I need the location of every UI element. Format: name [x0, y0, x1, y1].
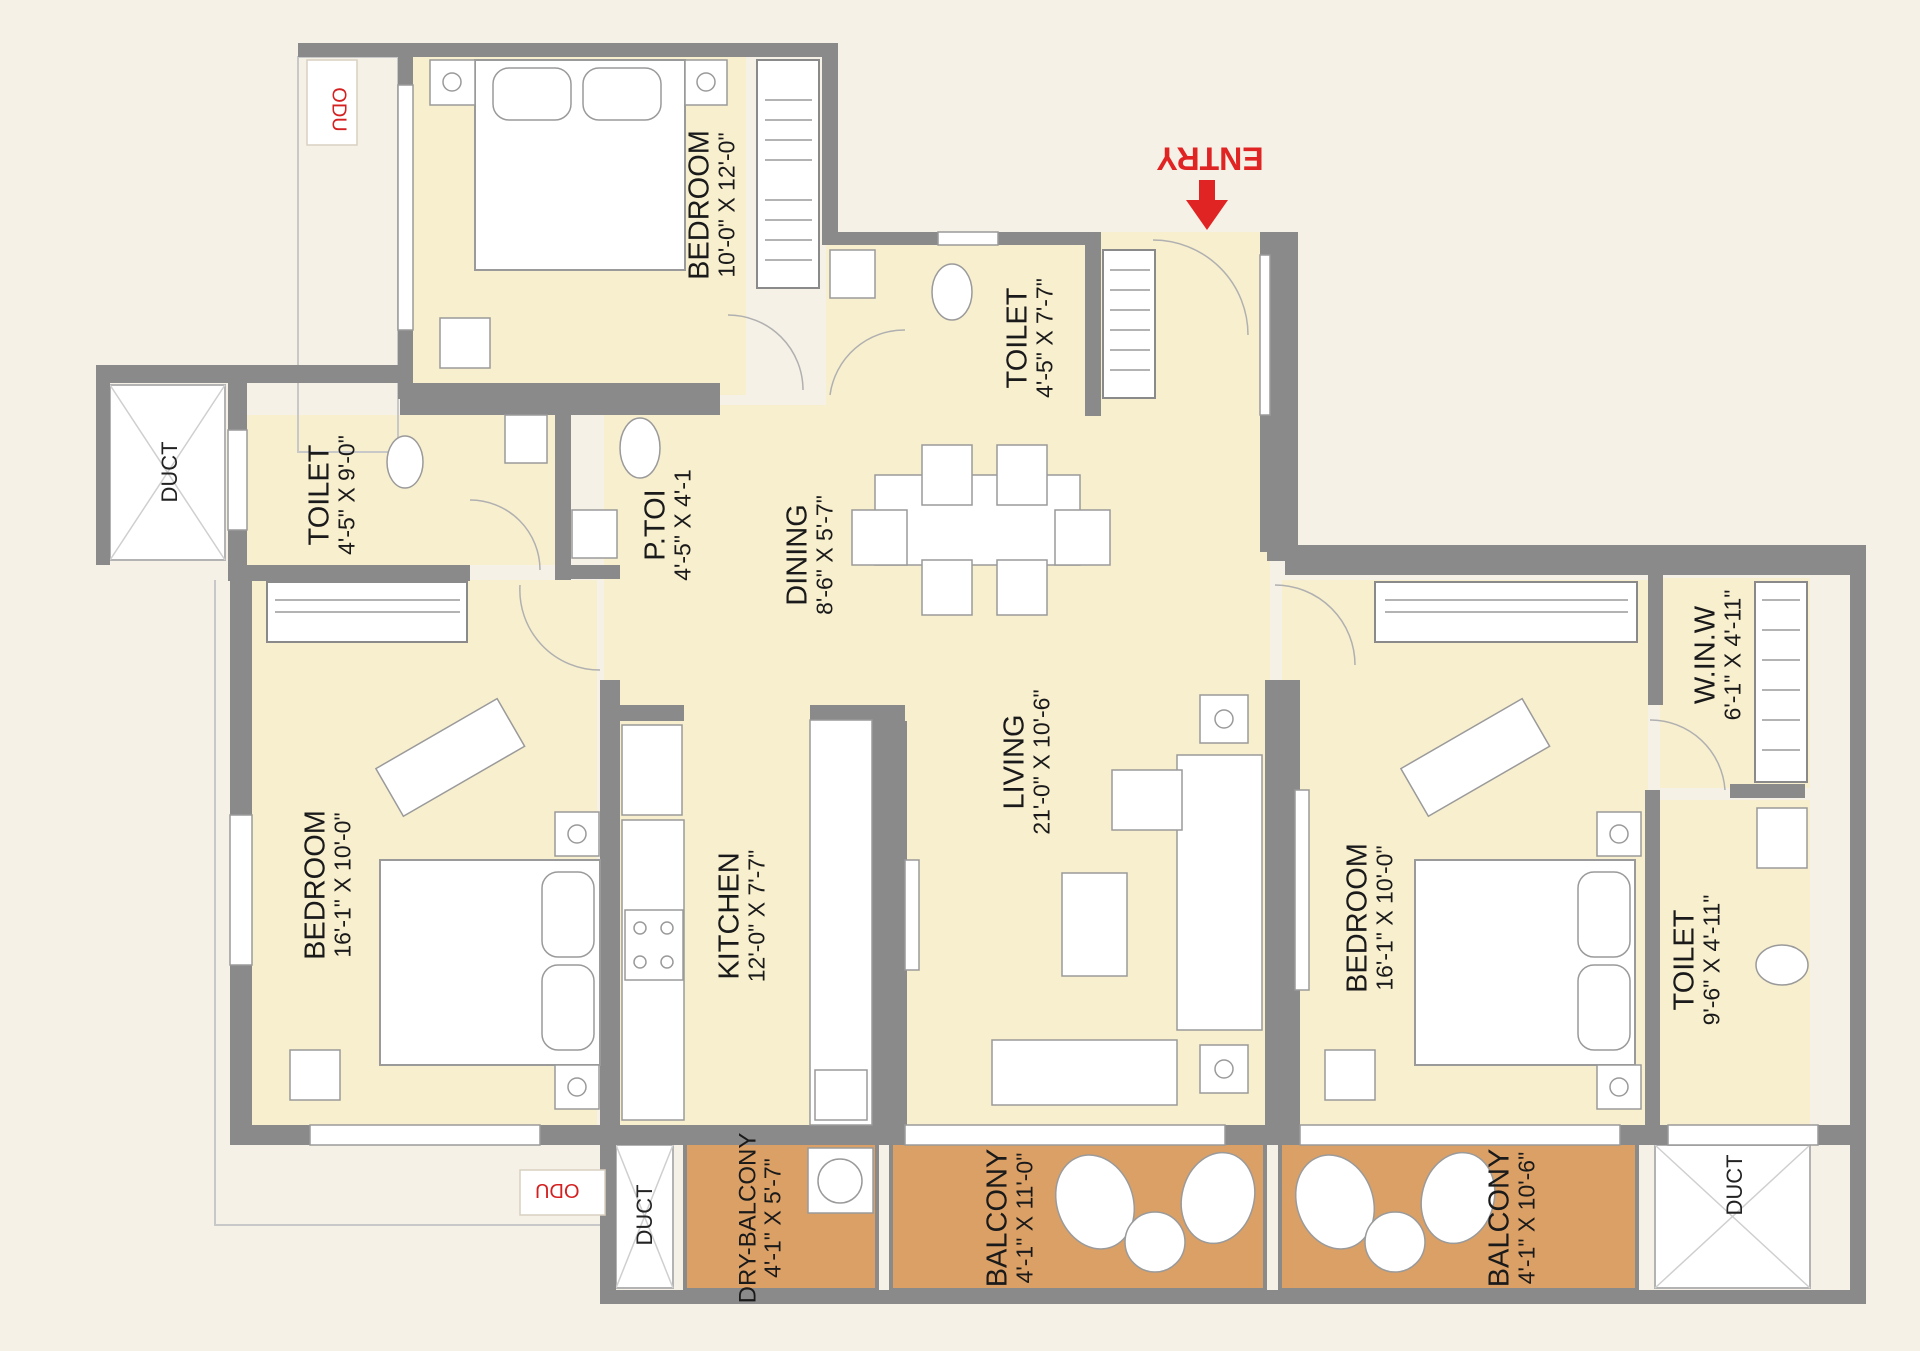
room-name: LIVING	[998, 714, 1031, 810]
room-label-toilet-left: TOILET 4'-5" X 9'-0"	[303, 435, 361, 555]
side-tables	[429, 59, 1642, 1110]
loungers	[289, 317, 1551, 1101]
room-label-toilet-right: TOILET 9'-6" X 4'-11"	[1668, 894, 1726, 1026]
wardrobe-top	[756, 59, 820, 289]
room-dims: 4'-1" X 5'-7"	[759, 1158, 786, 1278]
room-label-bedroom-left: BEDROOM 16'-1" X 10'-0"	[299, 810, 357, 960]
toilet-fixtures	[386, 249, 1809, 986]
door-swings	[469, 239, 1726, 791]
room-name: BEDROOM	[299, 810, 332, 960]
room-dims: 16'-1" X 10'-0"	[1372, 845, 1399, 991]
room-dims: 16'-1" X 10'-0"	[330, 812, 357, 958]
room-name: TOILET	[1668, 909, 1701, 1011]
room-dims: 6'-1" X 4'-11"	[1720, 589, 1747, 721]
room-label-living: LIVING 21'-0" X 10'-6"	[998, 689, 1056, 835]
odu-boxes	[306, 59, 606, 1216]
duct-label-bottom-right: DUCT	[1722, 1154, 1747, 1216]
room-name: BALCONY	[1483, 1148, 1516, 1288]
room-name: TOILET	[1001, 287, 1034, 389]
room-name: P.TOI	[639, 489, 672, 561]
room-dims: 4'-1" X 11'-0"	[1012, 1152, 1039, 1284]
duct-hatching	[109, 384, 1811, 1289]
room-label-powder-toilet: P.TOI 4'-5" X 4'-1	[639, 469, 697, 581]
room-dims: 4'-1" X 10'-6"	[1514, 1151, 1541, 1285]
living-furniture	[991, 754, 1263, 1106]
room-name: DRY-BALCONY	[734, 1132, 762, 1304]
duct-label-bottom-left: DUCT	[632, 1184, 657, 1246]
room-label-balcony-right: BALCONY 4'-1" X 10'-6"	[1483, 1148, 1541, 1288]
wardrobe-foyer	[1102, 249, 1156, 399]
room-label-balcony-mid: BALCONY 4'-1" X 11'-0"	[981, 1148, 1039, 1288]
pillows	[492, 67, 1631, 1051]
kitchen-sink	[814, 1069, 868, 1121]
room-dims: 21'-0" X 10'-6"	[1029, 689, 1056, 835]
room-name: DINING	[781, 504, 814, 606]
sofa-right	[1176, 754, 1263, 1031]
duct-label-left: DUCT	[157, 441, 182, 503]
coffee-table	[1061, 872, 1128, 977]
entry-label: ENTRY	[1156, 140, 1264, 177]
room-dims: 4'-5" X 9'-0"	[334, 435, 361, 555]
console	[1111, 769, 1183, 831]
room-dims: 12'-0" X 7'-7"	[744, 849, 771, 983]
wardrobe-hatching	[275, 99, 1800, 751]
sofa-bottom	[991, 1039, 1178, 1106]
fridge	[621, 724, 683, 816]
room-label-dry-balcony: DRY-BALCONY 4'-1" X 5'-7"	[734, 1132, 786, 1304]
room-label-win: W.IN.W 6'-1" X 4'-11"	[1689, 589, 1747, 721]
room-name: W.IN.W	[1689, 605, 1722, 705]
room-label-kitchen: KITCHEN 12'-0" X 7'-7"	[713, 849, 771, 983]
room-label-bedroom-right: BEDROOM 16'-1" X 10'-0"	[1341, 843, 1399, 993]
room-name: TOILET	[303, 444, 336, 546]
room-dims: 4'-5" X 4'-1	[670, 469, 697, 581]
room-dims: 4'-5" X 7'-7"	[1032, 278, 1059, 398]
balcony-furniture	[807, 1147, 1496, 1273]
odu-label-bottom: ODU	[535, 1179, 580, 1201]
room-dims: 8'-6" X 5'-7"	[812, 495, 839, 615]
windows	[227, 84, 1819, 1146]
wardrobe-win	[1754, 581, 1808, 783]
odu-label-top: ODU	[327, 87, 350, 132]
hob	[624, 909, 684, 981]
room-label-toilet-top: TOILET 4'-5" X 7'-7"	[1001, 278, 1059, 398]
room-name: KITCHEN	[713, 852, 746, 980]
room-dims: 9'-6" X 4'-11"	[1699, 894, 1726, 1026]
room-name: BEDROOM	[1341, 843, 1374, 993]
entry-arrow	[1186, 180, 1228, 230]
dining-set	[851, 444, 1111, 616]
room-name: BEDROOM	[683, 130, 716, 280]
kitchen-counters	[621, 719, 873, 1126]
room-label-dining: DINING 8'-6" X 5'-7"	[781, 495, 839, 615]
room-name: BALCONY	[981, 1148, 1014, 1288]
room-dims: 10'-0" X 12'-0"	[714, 132, 741, 278]
room-label-bedroom-top: BEDROOM 10'-0" X 12'-0"	[683, 130, 741, 280]
counter-right	[809, 719, 873, 1126]
